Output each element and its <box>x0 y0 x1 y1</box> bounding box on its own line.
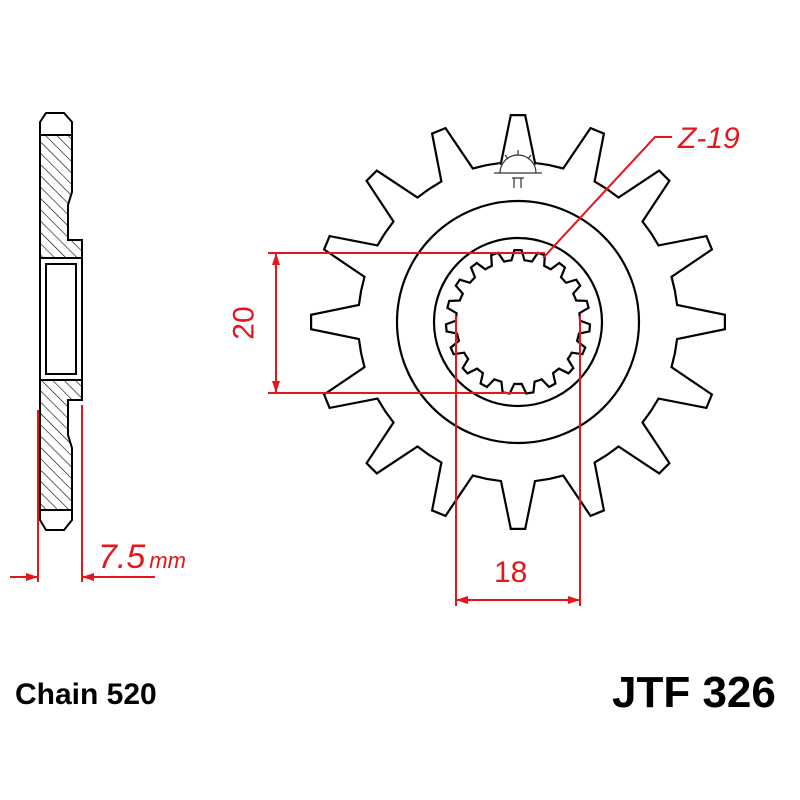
side-profile <box>39 112 83 531</box>
bore-dimension <box>268 252 545 394</box>
spline-dimension-label: 18 <box>494 556 528 589</box>
jt-sunrise-logo <box>494 150 542 188</box>
thickness-value: 7.5 <box>98 538 146 576</box>
hub-circle <box>395 199 641 445</box>
chain-label: Chain 520 <box>15 678 157 711</box>
thickness-dimension <box>10 405 155 582</box>
teeth-leader <box>542 136 672 259</box>
spline-dimension <box>455 316 581 606</box>
sprocket-front-view <box>310 114 726 530</box>
teeth-count-label: Z-19 <box>678 122 740 155</box>
part-number: JTF 326 <box>612 668 776 717</box>
spline-bore <box>444 249 592 395</box>
bore-dimension-label: 20 <box>227 306 261 340</box>
bore-circle <box>432 236 604 408</box>
sprocket-teeth-outline <box>310 114 726 530</box>
thickness-unit: mm <box>149 548 186 573</box>
